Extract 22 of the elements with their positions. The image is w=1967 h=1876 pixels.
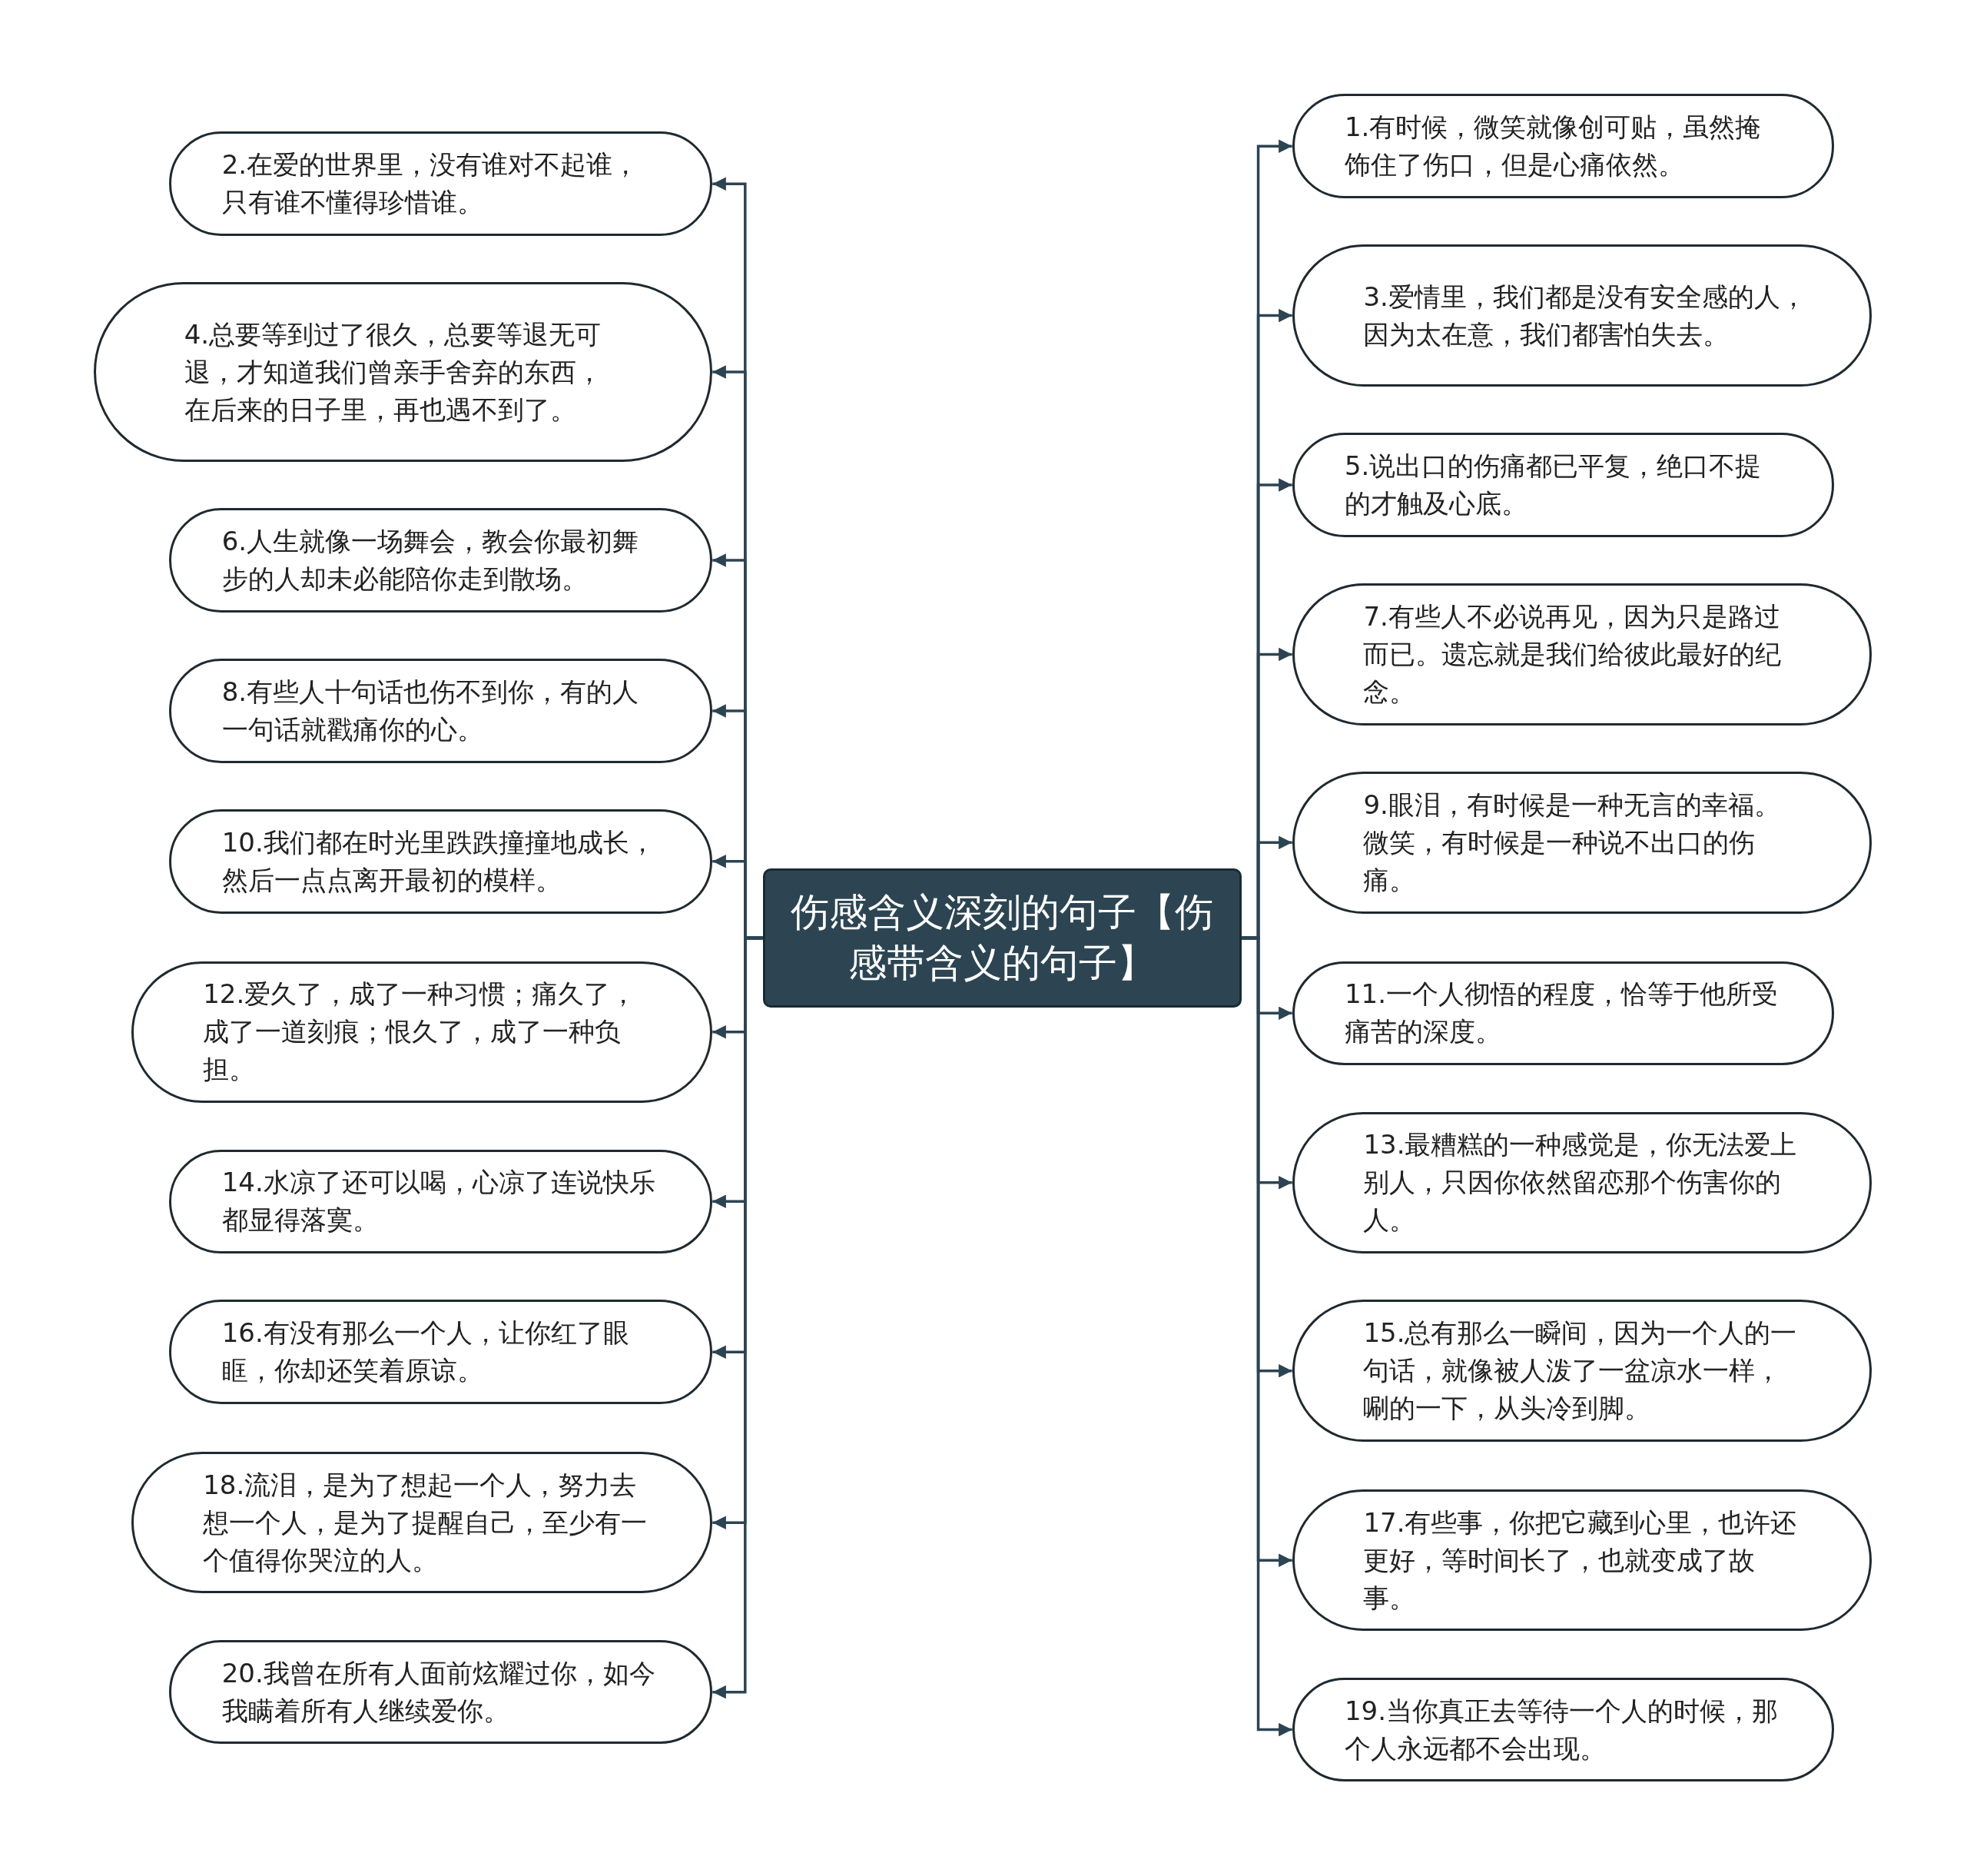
quote-text: 2.在爱的世界里，没有谁对不起谁，只有谁不懂得珍惜谁。 [221, 148, 640, 220]
quote-text: 14.水凉了还可以喝，心凉了连说快乐都显得落寞。 [221, 1166, 656, 1237]
title-text: 伤感含义深刻的句子【伤感带含义的句子】 [790, 889, 1215, 988]
quote-text: 10.我们都在时光里跌跌撞撞地成长，然后一点点离开最初的模样。 [221, 825, 656, 897]
quote-text: 6.人生就像一场舞会，教会你最初舞步的人却未必能陪你走到散场。 [221, 524, 640, 596]
quote-text: 9.眼泪，有时候是一种无言的幸福。微笑，有时候是一种说不出口的伤痛。 [1363, 788, 1781, 897]
quote-text: 19.当你真正去等待一个人的时候，那个人永远都不会出现。 [1344, 1694, 1779, 1765]
quote-text: 13.最糟糕的一种感觉是，你无法爱上别人，只因你依然留恋那个伤害你的人。 [1363, 1128, 1798, 1237]
quote-text: 7.有些人不必说再见，因为只是路过而已。遗忘就是我们给彼此最好的纪念。 [1363, 599, 1783, 709]
quote-text: 12.爱久了，成了一种习惯；痛久了，成了一道刻痕；恨久了，成了一种负担。 [203, 978, 638, 1087]
quote-text: 5.说出口的伤痛都已平复，绝口不提的才触及心底。 [1344, 450, 1763, 520]
quote-text: 16.有没有那么一个人，让你红了眼眶，你却还笑着原谅。 [221, 1317, 630, 1388]
title-box [762, 868, 1242, 1008]
quote-text: 1.有时候，微笑就像创可贴，虽然掩饰住了伤口，但是心痛依然。 [1344, 111, 1763, 182]
quote-text: 20.我曾在所有人面前炫耀过你，如今我瞒着所有人继续爱你。 [221, 1656, 656, 1728]
quote-text: 15.总有那么一瞬间，因为一个人的一句话，就像被人泼了一盆凉水一样，唰的一下，从头冷到脚。 [1363, 1317, 1798, 1426]
quote-text: 17.有些事，你把它藏到心里，也许还更好，等时间长了，也就变成了故事。 [1363, 1506, 1798, 1615]
quote-text: 4.总要等到过了很久，总要等退无可退，才知道我们曾亲手舍弃的东西，在后来的日子里，再也遇不到了。 [184, 317, 603, 427]
quote-text: 3.爱情里，我们都是没有安全感的人，因为太在意，我们都害怕失去。 [1363, 280, 1807, 351]
quote-text: 8.有些人十句话也伤不到你，有的人一句话就戳痛你的心。 [221, 675, 640, 746]
quote-text: 11.一个人彻悟的程度，恰等于他所受痛苦的深度。 [1344, 978, 1779, 1049]
quote-text: 18.流泪，是为了想起一个人，努力去想一个人，是为了提醒自己，至少有一个值得你哭泣的人。 [203, 1468, 648, 1577]
